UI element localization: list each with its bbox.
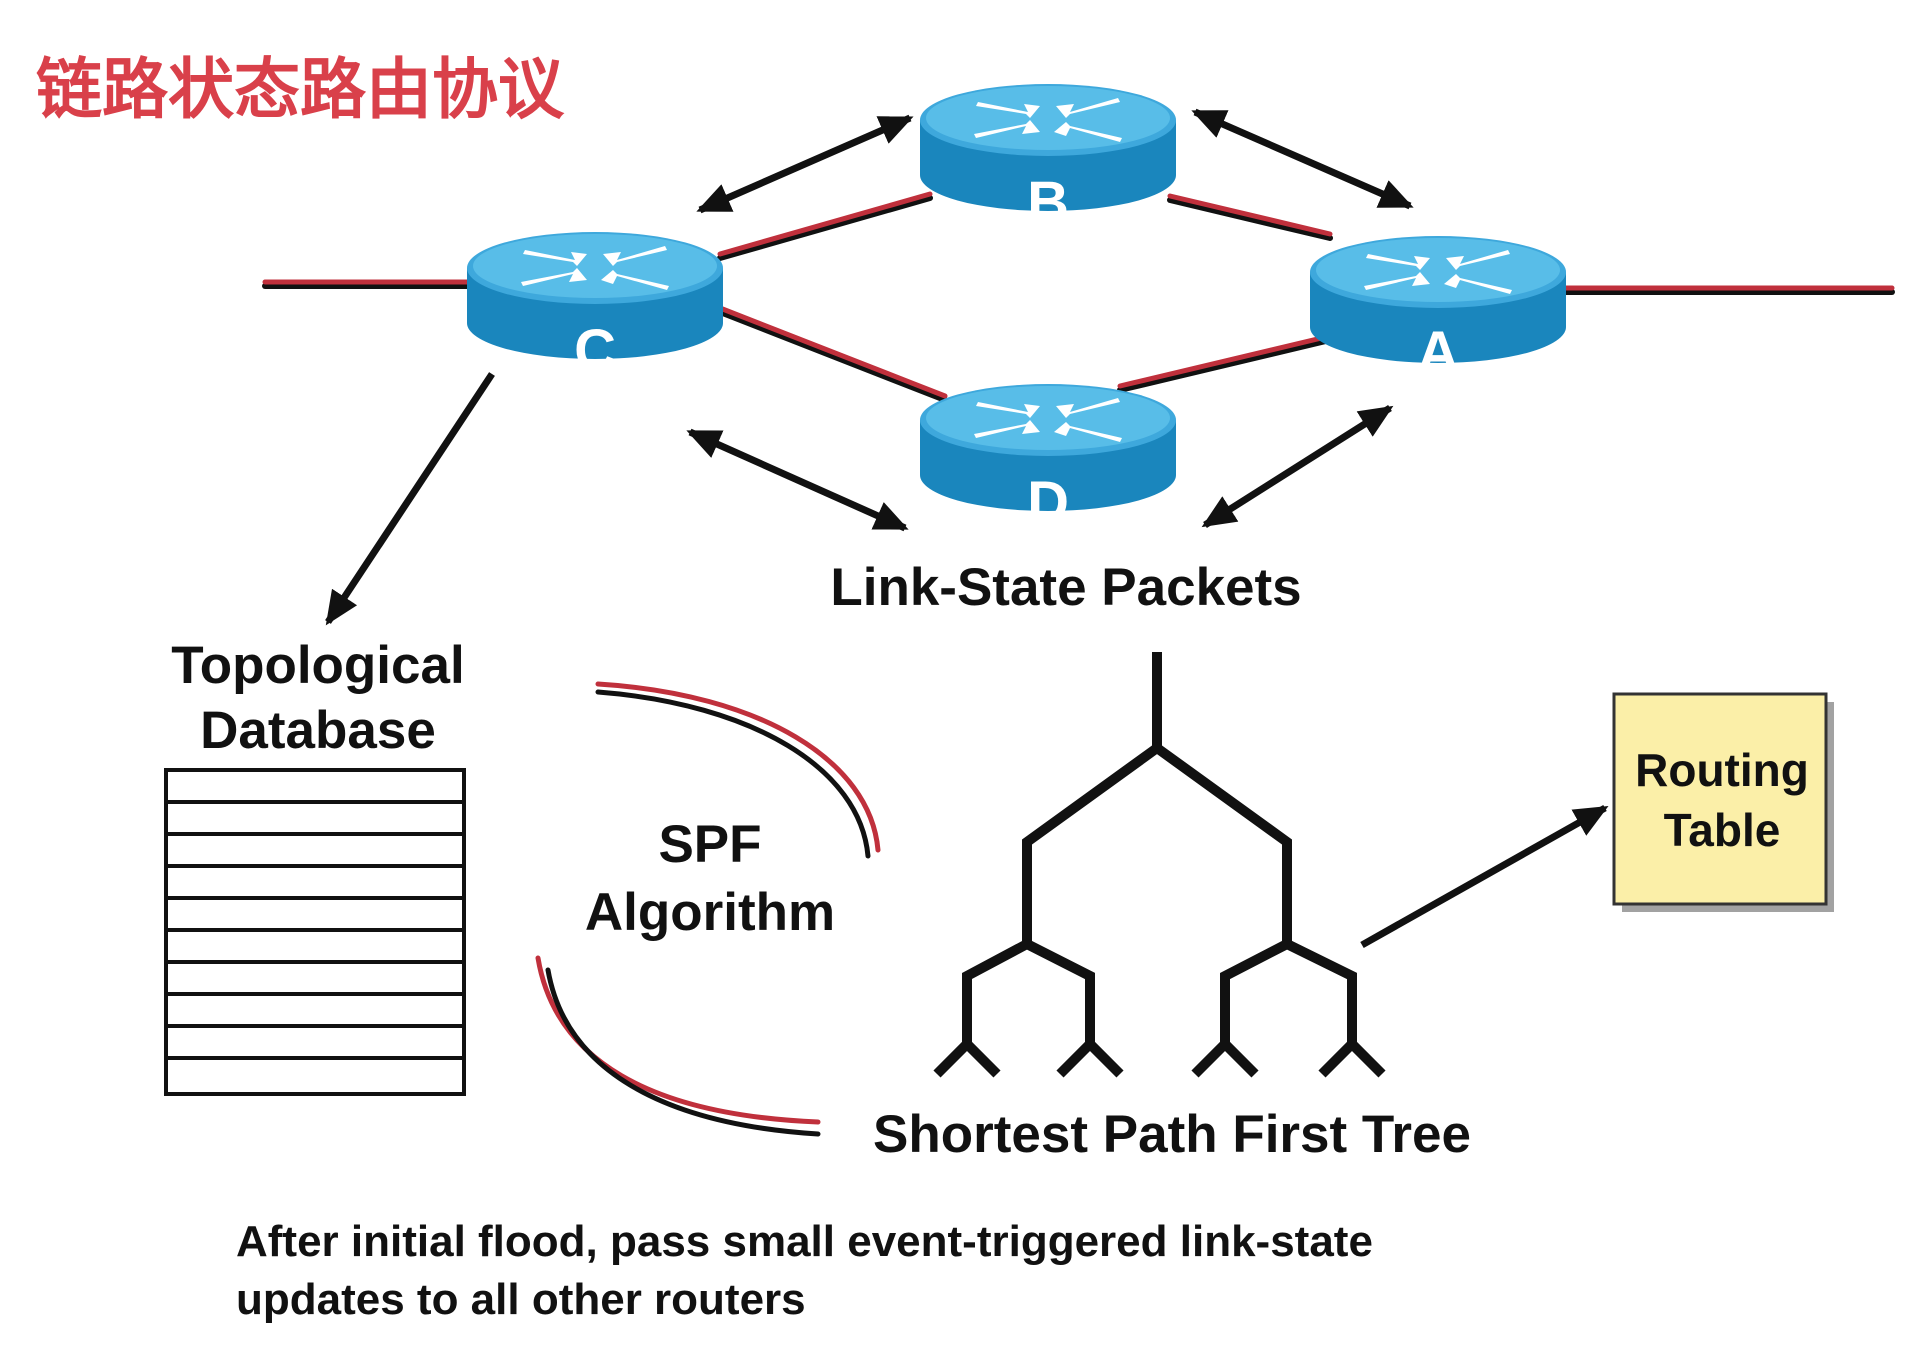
router-d-label: D — [1027, 470, 1069, 535]
routing-table-icon: Routing Table — [1612, 692, 1834, 912]
spf-tree-icon — [933, 652, 1386, 1078]
router-b-label: B — [1027, 170, 1069, 235]
topological-database-label-line1: Topological — [171, 636, 464, 695]
spf-algorithm-label-line2: Algorithm — [585, 883, 835, 942]
page-title: 链路状态路由协议 — [36, 51, 565, 128]
database-table-icon — [164, 768, 466, 1096]
arrow-to-routing-table — [1360, 804, 1609, 949]
footer-line1: After initial flood, pass small event-tr… — [236, 1217, 1373, 1266]
spf-algorithm-label-line1: SPF — [658, 815, 761, 874]
lsp-exchange-arrows — [325, 108, 1609, 949]
router-a: A — [1310, 236, 1566, 385]
double-arrow-icon — [686, 428, 909, 532]
footer-line2: updates to all other routers — [236, 1275, 806, 1324]
router-d: D — [920, 384, 1176, 535]
routing-table-label-line2: Table — [1664, 804, 1781, 856]
topological-database-label-line2: Database — [200, 701, 436, 760]
router-a-label: A — [1417, 320, 1459, 385]
arrow-to-database — [325, 372, 495, 626]
double-arrow-icon — [1201, 405, 1394, 528]
spf-tree-label: Shortest Path First Tree — [873, 1105, 1471, 1164]
cycle-arc-icon — [535, 681, 881, 1137]
router-c: C — [467, 232, 723, 383]
double-arrow-icon — [696, 114, 914, 214]
double-arrow-icon — [1191, 108, 1414, 210]
routing-table-label-line1: Routing — [1635, 744, 1809, 796]
link-state-packets-label: Link-State Packets — [830, 558, 1301, 617]
router-c-label: C — [574, 318, 616, 383]
router-b: B — [920, 84, 1176, 235]
